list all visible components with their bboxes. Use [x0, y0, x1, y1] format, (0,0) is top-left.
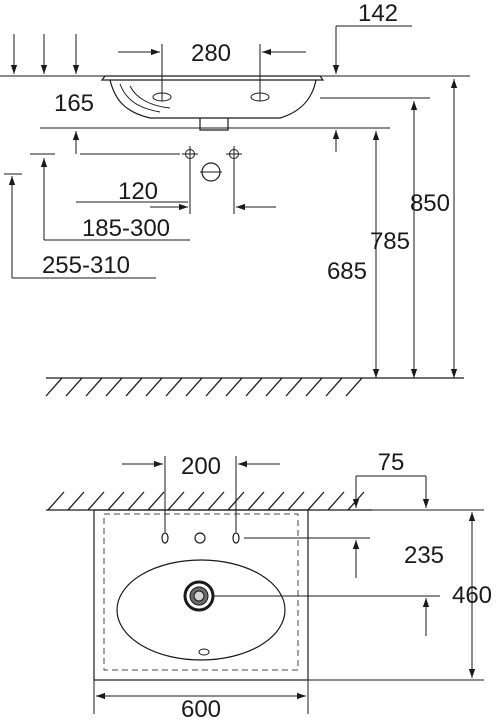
dim-185-300: 185-300 [82, 215, 170, 242]
wall-fixing-points [182, 146, 242, 182]
dim-460: 460 [452, 582, 492, 609]
floor-hatch [45, 377, 464, 397]
dim-200: 200 [181, 453, 221, 480]
dim-120: 120 [118, 178, 158, 205]
overflow-slot [198, 648, 210, 656]
dim-600: 600 [181, 696, 221, 720]
tap-hole-left-top [161, 532, 169, 544]
tap-hole-right-top [232, 532, 240, 544]
dim-142: 142 [358, 0, 398, 27]
dim-165: 165 [54, 90, 94, 117]
dim-280: 280 [191, 40, 231, 67]
wall-hatch [46, 491, 372, 511]
basin-side-profile [100, 75, 325, 131]
basin-inner-dashed [103, 513, 299, 671]
dim-255-310: 255-310 [42, 252, 130, 279]
dim-75: 75 [378, 449, 405, 476]
dim-850: 850 [410, 190, 450, 217]
side-view: 280 142 165 120 185-300 [0, 0, 470, 397]
top-view: 200 75 235 460 600 [46, 449, 492, 720]
dim-785: 785 [370, 228, 410, 255]
waste-drain-top [183, 580, 215, 612]
centre-hole-top [194, 532, 206, 544]
dim-685: 685 [327, 258, 367, 285]
dim-235: 235 [404, 542, 444, 569]
basin-outline-top [93, 509, 309, 681]
bowl-ellipse [116, 559, 286, 661]
